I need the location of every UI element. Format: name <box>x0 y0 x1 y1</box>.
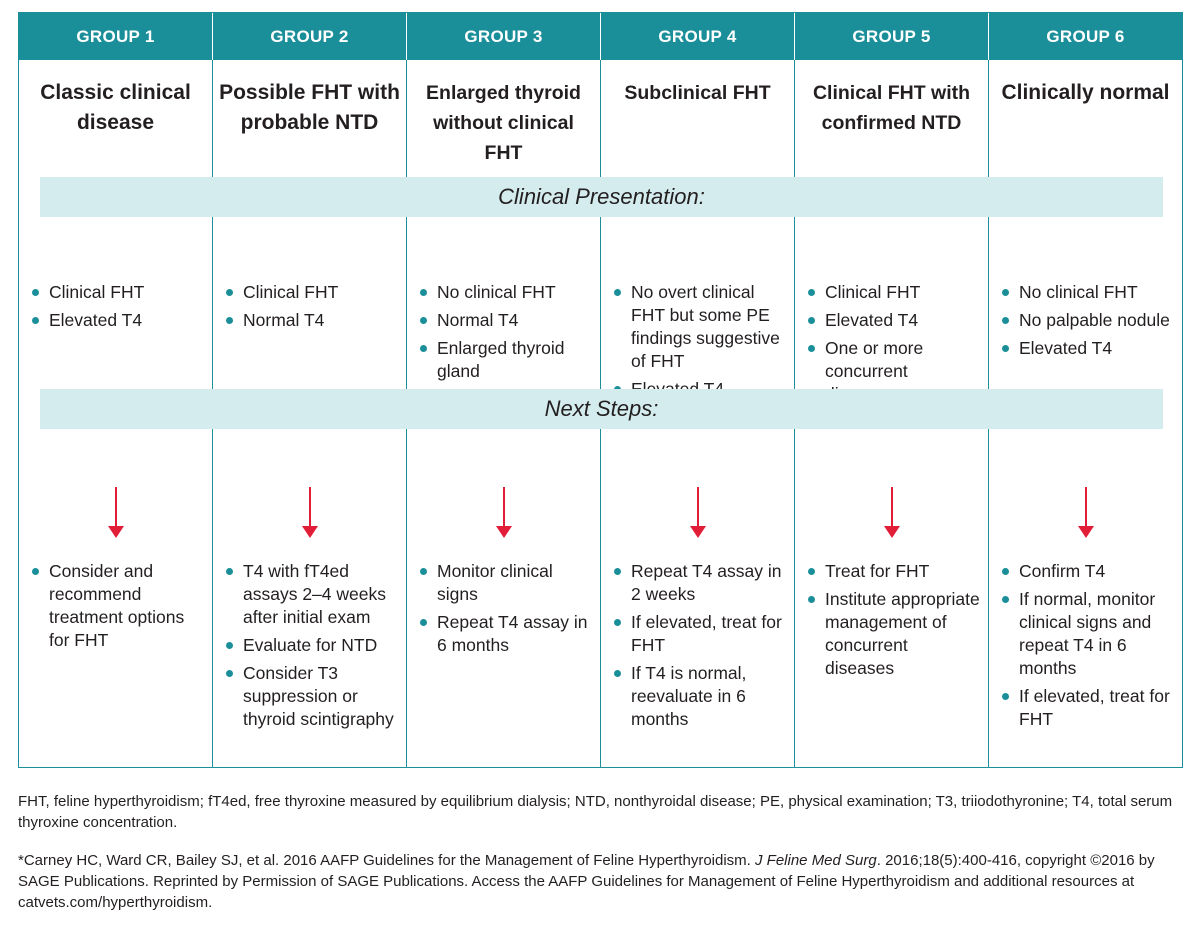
list-item: Evaluate for NTD <box>225 634 398 657</box>
list-item: Consider T3 suppression or thyroid scint… <box>225 662 398 731</box>
group-2-next-steps-list: T4 with fT4ed assays 2–4 weeks after ini… <box>225 560 398 736</box>
list-item: Normal T4 <box>225 309 398 332</box>
list-item: Elevated T4 <box>31 309 204 332</box>
list-item: Clinical FHT <box>225 281 398 304</box>
group-3-presentation-list: No clinical FHT Normal T4 Enlarged thyro… <box>419 281 592 388</box>
groups-table: GROUP 1 GROUP 2 GROUP 3 GROUP 4 GROUP 5 … <box>18 12 1183 768</box>
group-4-header: GROUP 4 <box>600 13 794 60</box>
group-5-column: Clinical FHT with confirmed NTD Clinical… <box>794 60 988 767</box>
list-item: Treat for FHT <box>807 560 980 583</box>
group-4-presentation-list: No overt clinical FHT but some PE findin… <box>613 281 786 406</box>
list-item: If normal, monitor clinical signs and re… <box>1001 588 1174 680</box>
list-item: Repeat T4 assay in 2 weeks <box>613 560 786 606</box>
group-4-next-steps-list: Repeat T4 assay in 2 weeks If elevated, … <box>613 560 786 736</box>
clinical-presentation-band: Clinical Presentation: <box>40 177 1163 217</box>
group-1-column: Classic clinical disease Clinical FHT El… <box>19 60 212 767</box>
list-item: If elevated, treat for FHT <box>613 611 786 657</box>
group-2-presentation-list: Clinical FHT Normal T4 <box>225 281 398 337</box>
group-6-next-steps-list: Confirm T4 If normal, monitor clinical s… <box>1001 560 1174 736</box>
group-1-next-steps-list: Consider and recommend treatment options… <box>31 560 204 657</box>
abbreviations-footnote: FHT, feline hyperthyroidism; fT4ed, free… <box>18 793 1173 831</box>
list-item: Normal T4 <box>419 309 592 332</box>
group-5-next-steps-list: Treat for FHT Institute appropriate mana… <box>807 560 980 685</box>
group-5-title: Clinical FHT with confirmed NTD <box>812 82 971 134</box>
list-item: Clinical FHT <box>31 281 204 304</box>
down-arrow-icon <box>106 487 126 541</box>
list-item: Clinical FHT <box>807 281 980 304</box>
group-4-title: Subclinical FHT <box>624 82 771 104</box>
list-item: Elevated T4 <box>1001 337 1174 360</box>
citation-footnote: *Carney HC, Ward CR, Bailey SJ, et al. 2… <box>18 850 1178 913</box>
citation-authors: *Carney HC, Ward CR, Bailey SJ, et al. 2… <box>18 852 755 869</box>
list-item: No clinical FHT <box>1001 281 1174 304</box>
list-item: If elevated, treat for FHT <box>1001 685 1174 731</box>
down-arrow-icon <box>300 487 320 541</box>
group-1-title: Classic clinical disease <box>40 81 191 134</box>
list-item: If T4 is normal, reevaluate in 6 months <box>613 662 786 731</box>
group-5-header: GROUP 5 <box>794 13 988 60</box>
group-3-next-steps-list: Monitor clinical signs Repeat T4 assay i… <box>419 560 592 662</box>
list-item: No clinical FHT <box>419 281 592 304</box>
group-2-title: Possible FHT with probable NTD <box>219 81 400 134</box>
down-arrow-icon <box>882 487 902 541</box>
list-item: Elevated T4 <box>807 309 980 332</box>
list-item: Monitor clinical signs <box>419 560 592 606</box>
list-item: Confirm T4 <box>1001 560 1174 583</box>
group-6-title: Clinically normal <box>1001 81 1170 104</box>
list-item: No overt clinical FHT but some PE findin… <box>613 281 786 373</box>
list-item: No palpable nodule <box>1001 309 1174 332</box>
group-3-header: GROUP 3 <box>406 13 600 60</box>
list-item: T4 with fT4ed assays 2–4 weeks after ini… <box>225 560 398 629</box>
group-6-presentation-list: No clinical FHT No palpable nodule Eleva… <box>1001 281 1174 365</box>
group-1-header: GROUP 1 <box>76 26 155 46</box>
group-1-presentation-list: Clinical FHT Elevated T4 <box>31 281 204 337</box>
list-item: Enlarged thyroid gland <box>419 337 592 383</box>
list-item: Consider and recommend treatment options… <box>31 560 204 652</box>
group-2-header: GROUP 2 <box>212 13 406 60</box>
down-arrow-icon <box>494 487 514 541</box>
down-arrow-icon <box>688 487 708 541</box>
down-arrow-icon <box>1076 487 1096 541</box>
group-6-header: GROUP 6 <box>988 13 1182 60</box>
group-3-title: Enlarged thyroid without clinical FHT <box>426 82 581 164</box>
next-steps-band: Next Steps: <box>40 389 1163 429</box>
header-row: GROUP 1 GROUP 2 GROUP 3 GROUP 4 GROUP 5 … <box>19 13 1182 60</box>
citation-journal: J Feline Med Surg <box>755 852 877 869</box>
list-item: Repeat T4 assay in 6 months <box>419 611 592 657</box>
list-item: Institute appropriate management of conc… <box>807 588 980 680</box>
citation-rest: . 2016;18(5):400-416, copyright ©2016 by… <box>18 852 1155 911</box>
